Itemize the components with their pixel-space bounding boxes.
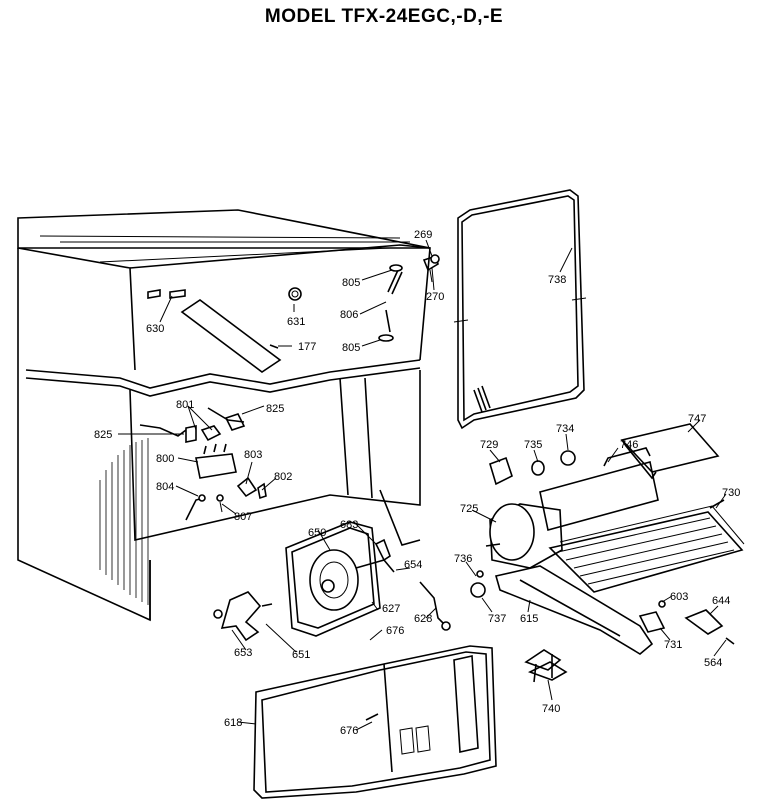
callout-804: 804 bbox=[156, 481, 174, 493]
condenser-coil bbox=[548, 499, 745, 593]
access-cover-panel bbox=[253, 645, 497, 799]
callout-825-right: 825 bbox=[266, 403, 284, 415]
callout-800: 800 bbox=[156, 453, 174, 465]
callout-618: 618 bbox=[224, 717, 242, 729]
callout-730: 730 bbox=[722, 487, 740, 499]
callout-269: 269 bbox=[414, 229, 432, 241]
callout-270: 270 bbox=[426, 291, 444, 303]
callout-740: 740 bbox=[542, 703, 560, 715]
callout-805-bottom: 805 bbox=[342, 342, 360, 354]
hook-bracket bbox=[524, 649, 568, 683]
callout-654: 654 bbox=[404, 559, 422, 571]
leader-lines bbox=[118, 239, 727, 731]
callout-805-top: 805 bbox=[342, 277, 360, 289]
callout-650: 650 bbox=[308, 527, 326, 539]
callout-737: 737 bbox=[488, 613, 506, 625]
callout-615: 615 bbox=[520, 613, 538, 625]
callout-676-upper: 676 bbox=[386, 625, 404, 637]
compressor-base bbox=[494, 565, 735, 655]
callout-683: 683 bbox=[340, 519, 358, 531]
callout-736: 736 bbox=[454, 553, 472, 565]
callout-labels: 269 270 738 805 806 805 631 630 177 801 … bbox=[94, 229, 740, 737]
callout-564: 564 bbox=[704, 657, 722, 669]
callout-603: 603 bbox=[670, 591, 688, 603]
callout-631: 631 bbox=[287, 316, 305, 328]
callout-651: 651 bbox=[292, 649, 310, 661]
callout-627: 627 bbox=[382, 603, 400, 615]
callout-676-lower: 676 bbox=[340, 725, 358, 737]
callout-628: 628 bbox=[414, 613, 432, 625]
diagram-title: MODEL TFX-24EGC,-D,-E bbox=[264, 6, 504, 27]
callout-801: 801 bbox=[176, 399, 194, 411]
callout-644: 644 bbox=[712, 595, 730, 607]
callout-806: 806 bbox=[340, 309, 358, 321]
callout-735: 735 bbox=[524, 439, 542, 451]
callout-177: 177 bbox=[298, 341, 316, 353]
callout-725: 725 bbox=[460, 503, 478, 515]
relay-wiring-group bbox=[139, 407, 267, 521]
hinge-assembly bbox=[378, 254, 440, 342]
door-gasket bbox=[453, 189, 587, 430]
compressor-assembly bbox=[470, 423, 720, 598]
cabinet-body bbox=[17, 209, 431, 622]
callout-630: 630 bbox=[146, 323, 164, 335]
callout-729: 729 bbox=[480, 439, 498, 451]
callout-731: 731 bbox=[664, 639, 682, 651]
fan-motor-assembly bbox=[213, 521, 451, 642]
callout-807: 807 bbox=[234, 511, 252, 523]
callout-734: 734 bbox=[556, 423, 574, 435]
callout-738: 738 bbox=[548, 274, 566, 286]
callout-803: 803 bbox=[244, 449, 262, 461]
callout-653: 653 bbox=[234, 647, 252, 659]
callout-802: 802 bbox=[274, 471, 292, 483]
callout-747: 747 bbox=[688, 413, 706, 425]
callout-825-left: 825 bbox=[94, 429, 112, 441]
callout-746: 746 bbox=[620, 439, 638, 451]
